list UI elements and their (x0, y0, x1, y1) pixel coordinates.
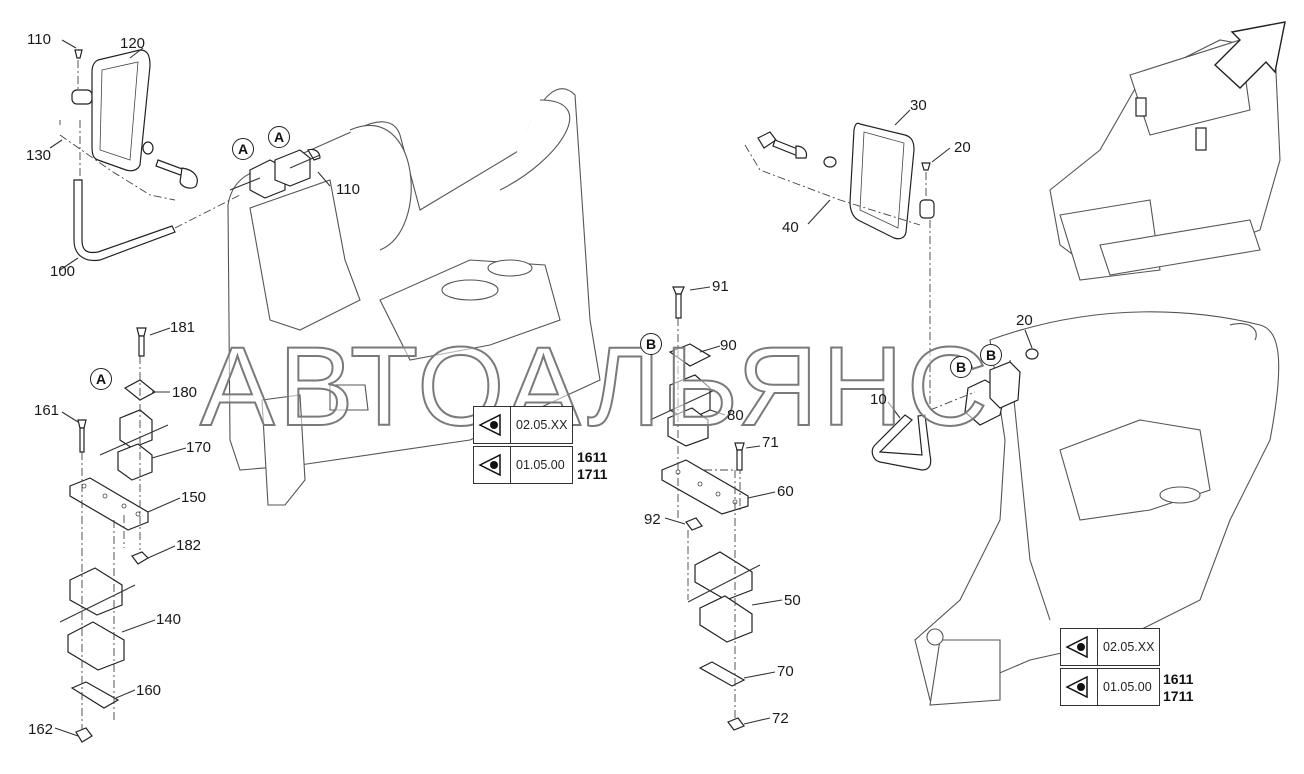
eye-icon (1061, 629, 1098, 665)
reference-tag-line: 1611 (577, 449, 608, 465)
part-label-70: 70 (777, 663, 794, 680)
reference-tag-line: 1611 (1163, 671, 1194, 687)
part-label-40: 40 (782, 219, 799, 236)
part-label-60: 60 (777, 483, 794, 500)
mirror-assembly-right (744, 122, 935, 410)
reference-tag-line: 1711 (1163, 688, 1194, 704)
part-label-80: 80 (727, 407, 744, 424)
reference-box[interactable]: 01.05.00 (473, 446, 573, 484)
callout-b: B (640, 333, 662, 355)
reference-tag: 1611 1711 (577, 449, 607, 483)
right-frame-outline (914, 311, 1280, 706)
part-label-92: 92 (644, 511, 661, 528)
part-label-30: 30 (910, 97, 927, 114)
eye-icon (474, 407, 511, 443)
eye-icon (1061, 669, 1098, 705)
reference-code: 02.05.XX (1103, 640, 1155, 654)
part-label-50: 50 (784, 592, 801, 609)
left-exploded-stack (59, 327, 169, 743)
part-label-91: 91 (712, 278, 729, 295)
reference-tag-line: 1711 (577, 466, 608, 482)
mirror-assembly-left (59, 49, 241, 262)
reference-box[interactable]: 02.05.XX (473, 406, 573, 444)
part-label-72: 72 (772, 710, 789, 727)
watermark-text: АВТОАЛЬЯНС (199, 323, 992, 450)
arrow-icon (1213, 21, 1286, 89)
part-label-10: 10 (870, 391, 887, 408)
reference-tag: 1611 1711 (1163, 671, 1193, 705)
part-label-150: 150 (181, 489, 207, 506)
part-label-90: 90 (720, 337, 737, 354)
part-label-20: 20 (954, 139, 971, 156)
eye-icon (474, 447, 511, 483)
center-frame-outline (227, 88, 601, 506)
callout-b: B (980, 344, 1002, 366)
part-label-182: 182 (176, 537, 202, 554)
reference-box[interactable]: 01.05.00 (1060, 668, 1160, 706)
callout-b: B (950, 356, 972, 378)
leader-lines (49, 39, 1033, 737)
part-label-71: 71 (762, 434, 779, 451)
part-label-181: 181 (170, 319, 196, 336)
part-label-162: 162 (28, 721, 54, 738)
reference-code: 02.05.XX (516, 418, 568, 432)
center-exploded-stack (649, 286, 761, 731)
part-label-110: 110 (336, 181, 360, 198)
part-label-130: 130 (26, 147, 52, 164)
part-label-20: 20 (1016, 312, 1033, 329)
part-label-180: 180 (172, 384, 198, 401)
part-label-110: 110 (27, 31, 51, 48)
machine-thumbnail (1049, 21, 1286, 281)
reference-code: 01.05.00 (516, 458, 565, 472)
part-label-140: 140 (156, 611, 182, 628)
part-label-120: 120 (120, 35, 146, 52)
part-label-100: 100 (50, 263, 76, 280)
part-label-161: 161 (34, 402, 60, 419)
clamp-b-right (871, 348, 1039, 471)
part-label-160: 160 (136, 682, 162, 699)
callout-a: A (232, 138, 254, 160)
callout-a: A (90, 368, 112, 390)
reference-code: 01.05.00 (1103, 680, 1152, 694)
callout-a: A (268, 126, 290, 148)
reference-box[interactable]: 02.05.XX (1060, 628, 1160, 666)
part-label-170: 170 (186, 439, 212, 456)
clamp-a-top (229, 148, 321, 199)
